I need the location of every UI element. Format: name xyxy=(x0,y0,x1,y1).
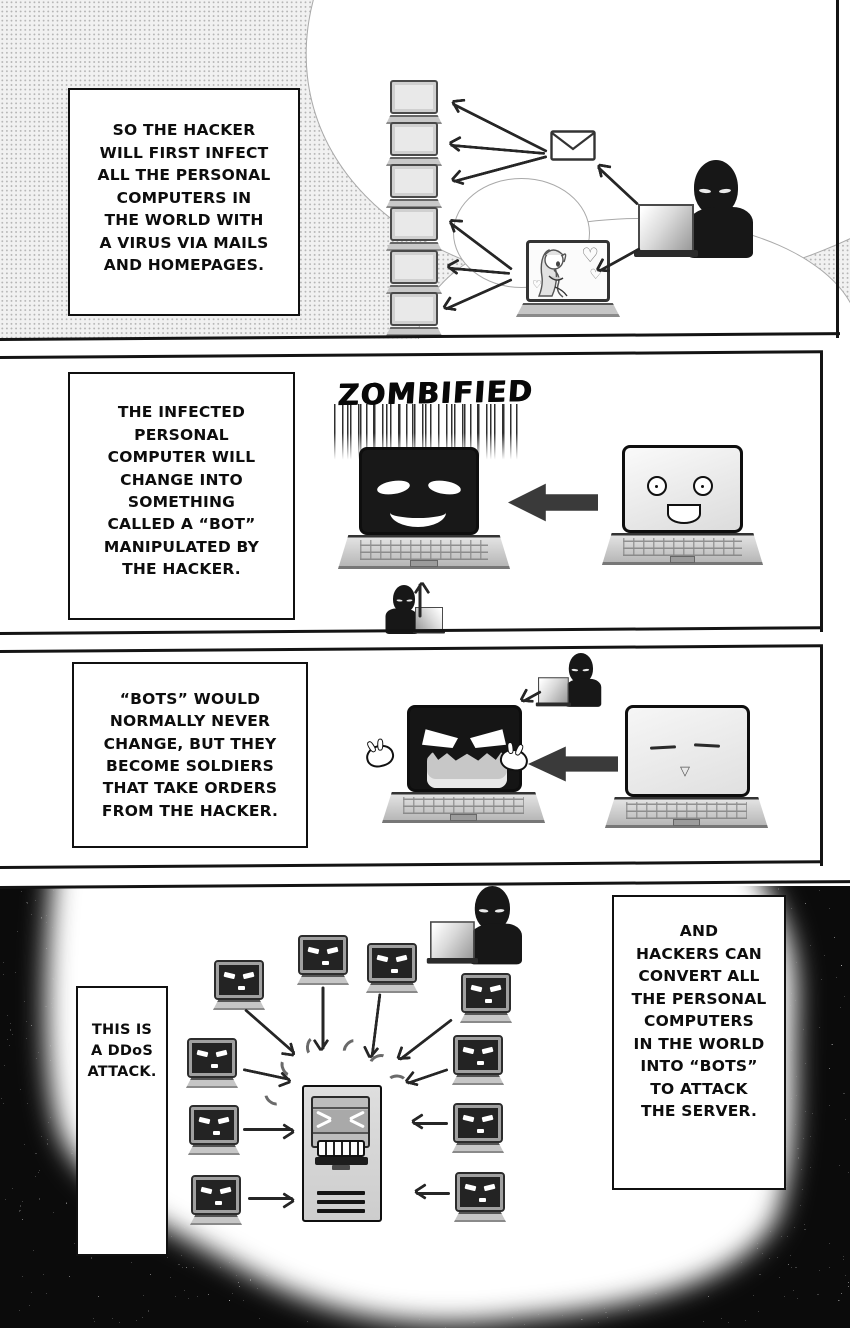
bot-computer-icon xyxy=(460,973,512,1023)
personal-computer-icon xyxy=(386,80,442,124)
panel-4-left-caption-box: THIS IS A DDoS ATTACK. xyxy=(76,986,168,1256)
bot-computer-icon xyxy=(452,1103,504,1153)
bot-computer-icon xyxy=(454,1172,506,1222)
attack-arrow xyxy=(416,1192,450,1195)
happy-eye xyxy=(693,476,713,496)
personal-computer-icon xyxy=(386,292,442,336)
panel-border xyxy=(820,353,823,632)
personal-computer-icon xyxy=(386,164,442,208)
bot-computer-icon xyxy=(213,960,265,1010)
personal-computer-icon xyxy=(386,207,442,251)
zombie-eye xyxy=(427,478,462,497)
homepage-icon: ♡ ♡ ♡ xyxy=(516,240,620,317)
server-face xyxy=(311,1096,370,1148)
personal-computer-icon xyxy=(386,122,442,166)
calm-mouth: ▽ xyxy=(680,764,690,779)
normal-pc-laptop-icon xyxy=(602,445,763,565)
happy-mouth xyxy=(667,504,701,524)
mail-icon xyxy=(550,130,596,161)
panel-border xyxy=(820,647,823,866)
zombie-eye xyxy=(376,478,411,497)
panel-2-caption: THE INFECTED PERSONAL COMPUTER WILL CHAN… xyxy=(103,403,260,579)
hacker-icon xyxy=(634,160,763,260)
server-drive-tray xyxy=(315,1157,368,1165)
happy-eye xyxy=(647,476,667,496)
attack-arrow xyxy=(248,1197,293,1200)
panel-3-caption: “BOTS” WOULD NORMALLY NEVER CHANGE, BUT … xyxy=(101,689,279,820)
server-icon xyxy=(302,1085,382,1222)
bot-computer-icon xyxy=(366,943,418,993)
calm-eye xyxy=(693,743,721,748)
panel-2-caption-box: THE INFECTED PERSONAL COMPUTER WILL CHAN… xyxy=(68,372,295,620)
zombified-bot-laptop-icon xyxy=(338,447,510,569)
heart-icon: ♡ xyxy=(532,278,542,291)
attack-arrow xyxy=(413,1122,448,1125)
panel-1-caption: SO THE HACKER WILL FIRST INFECT ALL THE … xyxy=(97,121,271,275)
calm-eye xyxy=(649,745,677,750)
monster-mouth xyxy=(427,752,507,788)
soldier-bot-laptop-icon xyxy=(382,705,545,823)
bot-computer-icon xyxy=(186,1038,238,1088)
hacker-icon xyxy=(426,886,530,966)
attack-arrow xyxy=(243,1128,293,1131)
bot-computer-icon xyxy=(452,1035,504,1085)
bot-computer-icon xyxy=(188,1105,240,1155)
hacker-body xyxy=(685,207,753,258)
panel-4-right-caption-box: AND HACKERS CAN CONVERT ALL THE PERSONAL… xyxy=(612,895,786,1190)
panel-4-right-caption: AND HACKERS CAN CONVERT ALL THE PERSONAL… xyxy=(631,922,767,1121)
server-vent xyxy=(317,1191,365,1195)
control-arrow xyxy=(418,583,422,618)
zombie-smile xyxy=(390,498,446,527)
hacker-icon xyxy=(381,585,445,635)
normal-pc-laptop-icon: ▽ xyxy=(605,705,768,828)
hacker-icon xyxy=(535,653,607,708)
panel-border xyxy=(0,644,823,653)
server-button xyxy=(332,1165,350,1170)
hacker-laptop-base xyxy=(634,250,698,257)
panel-1-caption-box: SO THE HACKER WILL FIRST INFECT ALL THE … xyxy=(68,88,300,316)
bot-computer-icon xyxy=(297,935,349,985)
panel-4-left-caption: THIS IS A DDoS ATTACK. xyxy=(87,1022,157,1081)
panel-3-caption-box: “BOTS” WOULD NORMALLY NEVER CHANGE, BUT … xyxy=(72,662,308,848)
server-vent xyxy=(317,1200,365,1204)
panel-border xyxy=(0,860,823,869)
server-squint-eye xyxy=(349,1118,365,1129)
server-squint-eye xyxy=(316,1118,332,1129)
server-vent xyxy=(317,1209,365,1213)
personal-computer-icon xyxy=(386,250,442,294)
transform-arrow xyxy=(508,483,598,522)
monster-eye xyxy=(470,729,506,748)
server-gritted-teeth xyxy=(317,1140,365,1157)
heart-icon: ♡ xyxy=(581,243,599,267)
panel-border xyxy=(0,350,823,359)
hacker-head xyxy=(694,160,738,215)
monster-eye xyxy=(422,729,458,748)
zombified-sfx-label: ZOMBIFIED xyxy=(336,373,535,413)
girl-picture xyxy=(537,249,568,298)
bot-computer-icon xyxy=(190,1175,242,1225)
panel-border xyxy=(836,0,839,338)
hacker-laptop xyxy=(638,204,694,252)
attack-arrow xyxy=(321,986,325,1050)
